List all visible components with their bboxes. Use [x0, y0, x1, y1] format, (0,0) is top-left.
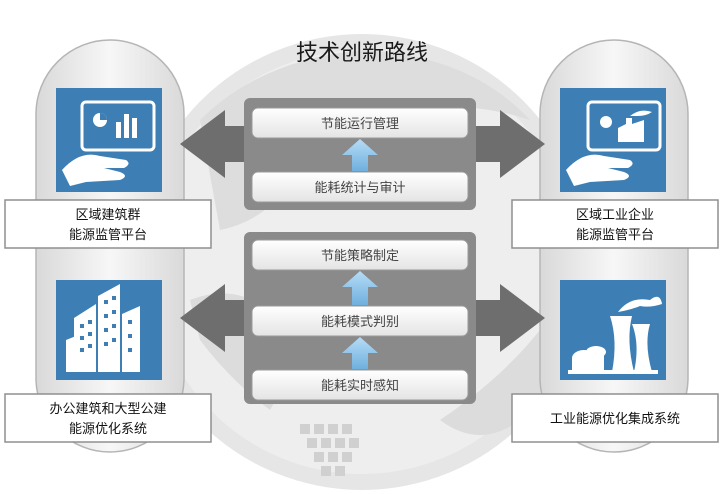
right-top-label-line2: 能源监管平台	[576, 228, 654, 243]
power-plant-icon	[560, 280, 666, 380]
tablet-factory-icon	[560, 88, 666, 192]
step-5	[251, 369, 469, 401]
step-1-label: 节能运行管理	[321, 117, 399, 132]
left-bottom-label-line2: 能源优化系统	[69, 422, 147, 437]
left-top-label-line2: 能源监管平台	[69, 228, 147, 243]
diagram-title: 技术创新路线	[296, 41, 428, 66]
up-arrow-3	[342, 337, 378, 369]
right-bottom-label-box	[511, 393, 719, 443]
office-buildings-icon	[56, 280, 162, 380]
right-bottom-label-line1: 工业能源优化集成系统	[550, 411, 680, 427]
step-2-label: 能耗统计与审计	[314, 181, 405, 196]
up-arrow-1	[342, 139, 378, 171]
right-top-label-box	[511, 199, 719, 249]
step-4	[251, 305, 469, 337]
up-arrow-2	[342, 271, 378, 305]
step-2	[251, 171, 469, 203]
left-bottom-label-line1: 办公建筑和大型公建	[49, 401, 166, 417]
step-4-label: 能耗模式判别	[321, 315, 399, 330]
left-bottom-label-box	[4, 393, 212, 443]
left-top-label-line1: 区域建筑群	[75, 207, 140, 223]
right-top-label-line1: 区域工业企业	[576, 207, 654, 223]
step-1	[251, 107, 469, 139]
up-arrows	[342, 139, 378, 369]
tablet-chart-icon	[56, 88, 162, 192]
step-3	[251, 239, 469, 271]
step-5-label: 能耗实时感知	[321, 378, 399, 394]
step-3-label: 节能策略制定	[321, 248, 399, 264]
left-top-label-box	[4, 199, 212, 249]
